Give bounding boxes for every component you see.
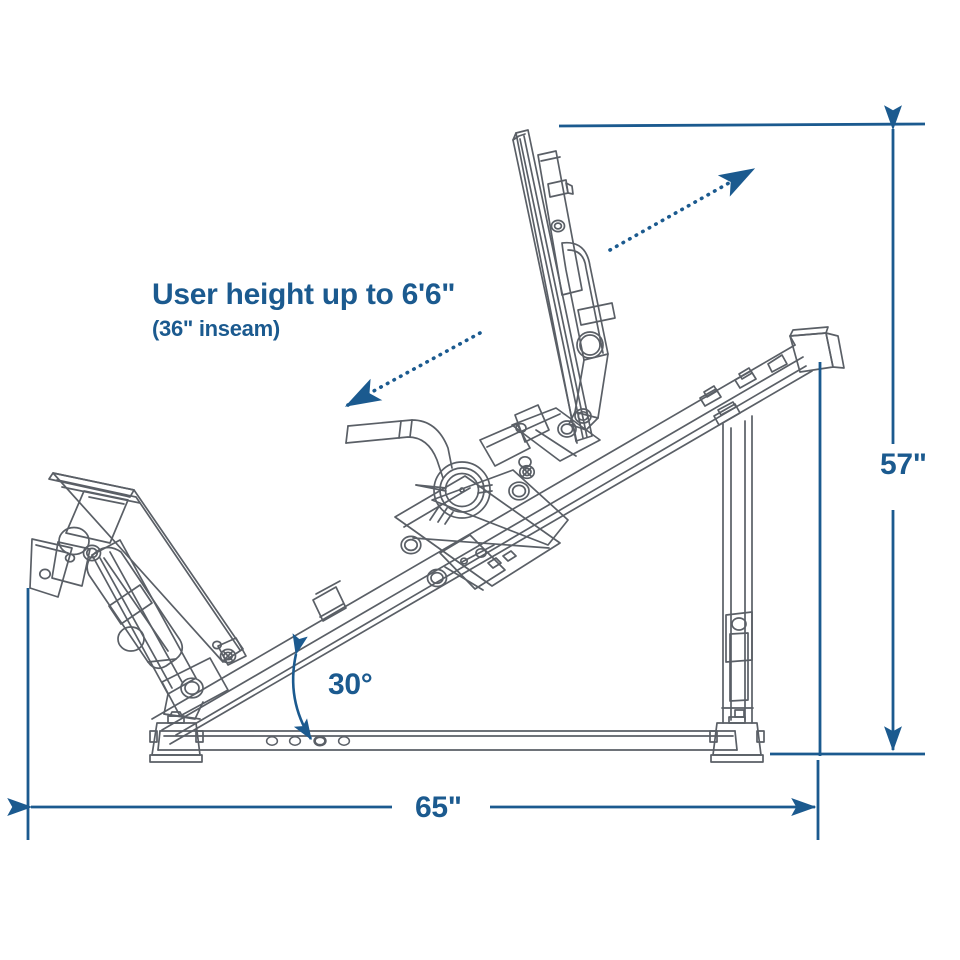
- dotted-arrow-lower: [344, 331, 482, 407]
- base-rail: [157, 730, 738, 751]
- handle-bar: [345, 419, 453, 479]
- footplate: [29, 472, 247, 666]
- vertical-post: [721, 415, 754, 724]
- dimension-layer: [7, 105, 926, 840]
- adjustment-holes: [265, 735, 351, 747]
- extension-line-top: [558, 122, 926, 128]
- foot-pad-rear: [709, 716, 765, 763]
- callout-user-height: User height up to 6'6": [152, 278, 456, 311]
- footplate-support-arm: [91, 539, 229, 720]
- dotted-arrow-upper: [608, 168, 756, 252]
- machine-drawing: [29, 129, 845, 763]
- callout-inseam: (36" inseam): [152, 316, 280, 341]
- dimension-label-height: 57": [874, 445, 933, 485]
- backrest-mount: [479, 404, 550, 467]
- backrest-pad: [537, 150, 583, 296]
- seat-carriage: [394, 469, 569, 591]
- sled-rail: [151, 326, 845, 745]
- dimension-label-width: 65": [407, 789, 470, 827]
- pivot-hub: [415, 461, 493, 525]
- dimension-label-angle: 30°: [328, 668, 373, 701]
- angle-arc: [291, 633, 313, 741]
- backrest-strut: [561, 241, 616, 431]
- backrest-post: [512, 129, 593, 444]
